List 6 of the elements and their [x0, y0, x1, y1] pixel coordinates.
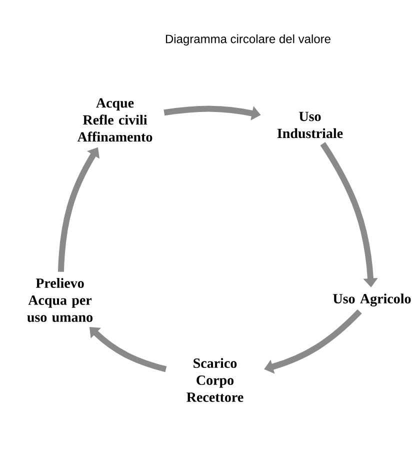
step-label: Uso Agricolo	[333, 294, 411, 306]
step-label: Uso Industriale	[277, 112, 343, 138]
step-label: Acque Refle civili Affinamento	[77, 98, 152, 142]
step-label: Scarico Corpo Recettore	[186, 358, 244, 402]
title: Diagramma circolare del valore	[166, 34, 330, 46]
step-label: Prelievo Acqua per uso umano	[27, 278, 93, 322]
